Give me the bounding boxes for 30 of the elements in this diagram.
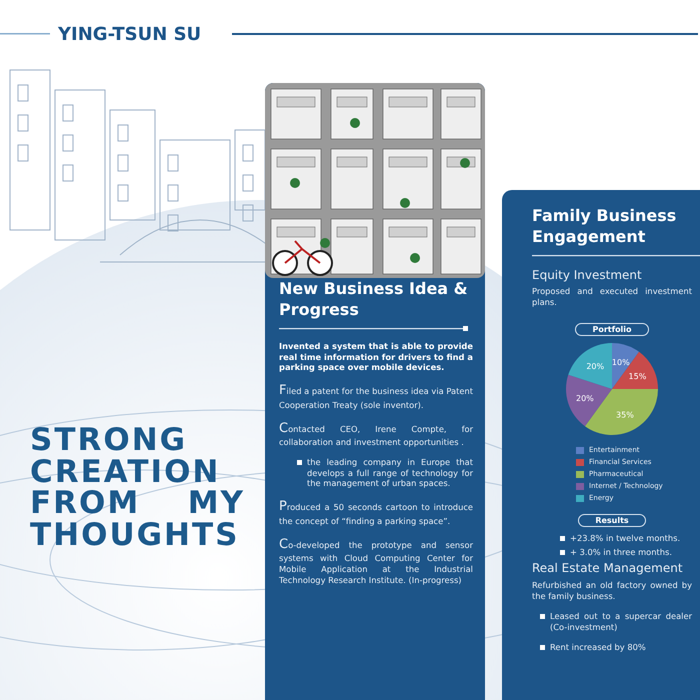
paragraph: Refurbished an old factory owned by the family business. [532,580,692,602]
bullet-item: the leading company in Europe that develops a full range of technology for the management of urban spaces. [295,456,473,490]
intro-paragraph: Invented a system that is able to provide real time information for drivers to find a parking space over mobile devices. [279,340,473,374]
content-panel [502,190,700,700]
tag-pill: Results [578,514,646,528]
slogan-text: STRONG CREATION FROM MY THOUGHTS [30,425,245,552]
panel-heading: Family Business Engagement [532,206,678,248]
section-subheading: Real Estate Management [532,561,684,577]
bullet-item: +23.8% in twelve months. [558,533,692,544]
data-label: 35% [616,410,634,420]
data-label: 15% [628,372,647,382]
data-label: 20% [586,362,605,372]
bullet-item: Leased out to a supercar dealer (Co-investment) [538,610,692,633]
content-panel [265,83,485,700]
bullet-item: + 3.0% in three months. [558,547,692,558]
pie-slice [566,375,612,427]
pie-slice [568,343,612,390]
paragraph: Produced a 50 seconds cartoon to introduce the concept of “finding a parking space”. [279,498,473,526]
bullet-item: Rent increased by 80% [538,642,692,653]
paragraph: Proposed and executed investment plans. [532,286,692,308]
section-subheading: Equity Investment [532,268,643,284]
paragraph: Contacted CEO, Irene Compte, for collaboration and investment opportunities . [279,420,473,448]
data-label: 20% [576,394,594,404]
panel-heading: New Business Idea & Progress [279,279,469,321]
name-heading: YING-TSUN SU [58,24,202,45]
data-label: 10% [612,358,630,368]
paragraph: Co-developed the prototype and sensor systems with Cloud Computing Center for Mobile Application at the Industrial Technology Research Institute. (In-progress) [279,536,473,586]
paragraph: Filed a patent for the business idea via Patent Cooperation Treaty (sole inventor). [279,382,473,410]
tag-pill: Portfolio [575,323,649,336]
pie-slice [612,352,658,390]
